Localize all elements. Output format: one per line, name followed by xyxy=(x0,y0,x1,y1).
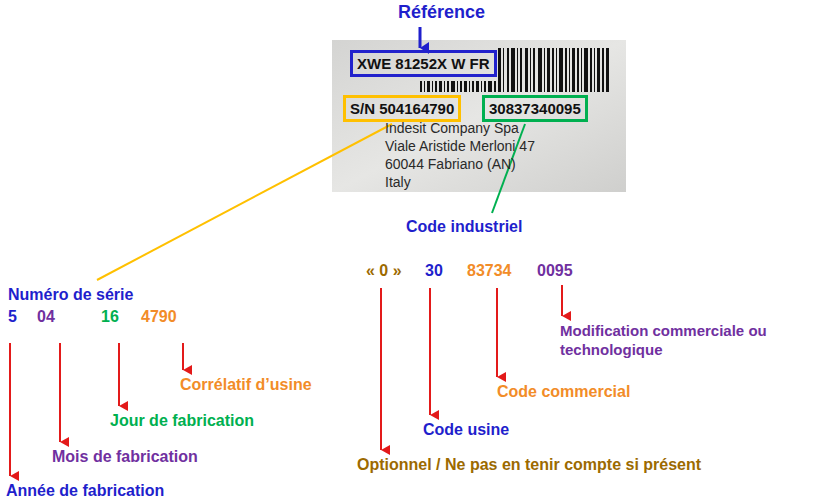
field-label: Jour de fabrication xyxy=(110,411,254,430)
field-label: Mois de fabrication xyxy=(52,447,198,466)
address-line: Viale Aristide Merloni 47 xyxy=(385,138,535,154)
leader-line xyxy=(97,124,392,280)
field-label: Corrélatif d’usine xyxy=(180,375,312,394)
label-photo xyxy=(332,40,626,192)
field-label: Optionnel / Ne pas en tenir compte si pr… xyxy=(357,455,701,474)
box-text: XWE 81252X W FR xyxy=(357,55,490,72)
field-label: Modification commerciale ou technologiqu… xyxy=(560,321,812,359)
leader-arrow xyxy=(419,27,422,48)
callout-label: Numéro de série xyxy=(8,285,133,304)
digit-group: 4790 xyxy=(141,307,177,326)
field-label: Année de fabrication xyxy=(6,481,164,500)
address-line: 60044 Fabriano (AN) xyxy=(385,156,516,172)
heading: Référence xyxy=(398,3,485,22)
box-text: S/N 504164790 xyxy=(350,100,454,117)
red-arrows xyxy=(10,285,562,476)
field-label: Code usine xyxy=(423,420,509,439)
digit-group: 30 xyxy=(425,261,443,280)
digit-group: 0095 xyxy=(537,261,573,280)
callout-label: Code industriel xyxy=(406,217,522,236)
industrial-code-box: 30837340095 xyxy=(482,95,588,122)
box-text: 30837340095 xyxy=(489,100,581,117)
serial-box: S/N 504164790 xyxy=(343,95,461,122)
digit-group: « 0 » xyxy=(366,261,402,280)
address-line: Indesit Company Spa xyxy=(385,120,519,136)
digit-group: 16 xyxy=(101,307,119,326)
label-photo: Indesit Company SpaViale Aristide Merlon… xyxy=(332,40,626,192)
digit-group: 5 xyxy=(8,307,17,326)
digit-group: 04 xyxy=(37,307,55,326)
digit-group: 83734 xyxy=(467,261,512,280)
reference-box: XWE 81252X W FR xyxy=(350,50,497,77)
address-line: Italy xyxy=(385,174,411,190)
field-label: Code commercial xyxy=(497,382,630,401)
